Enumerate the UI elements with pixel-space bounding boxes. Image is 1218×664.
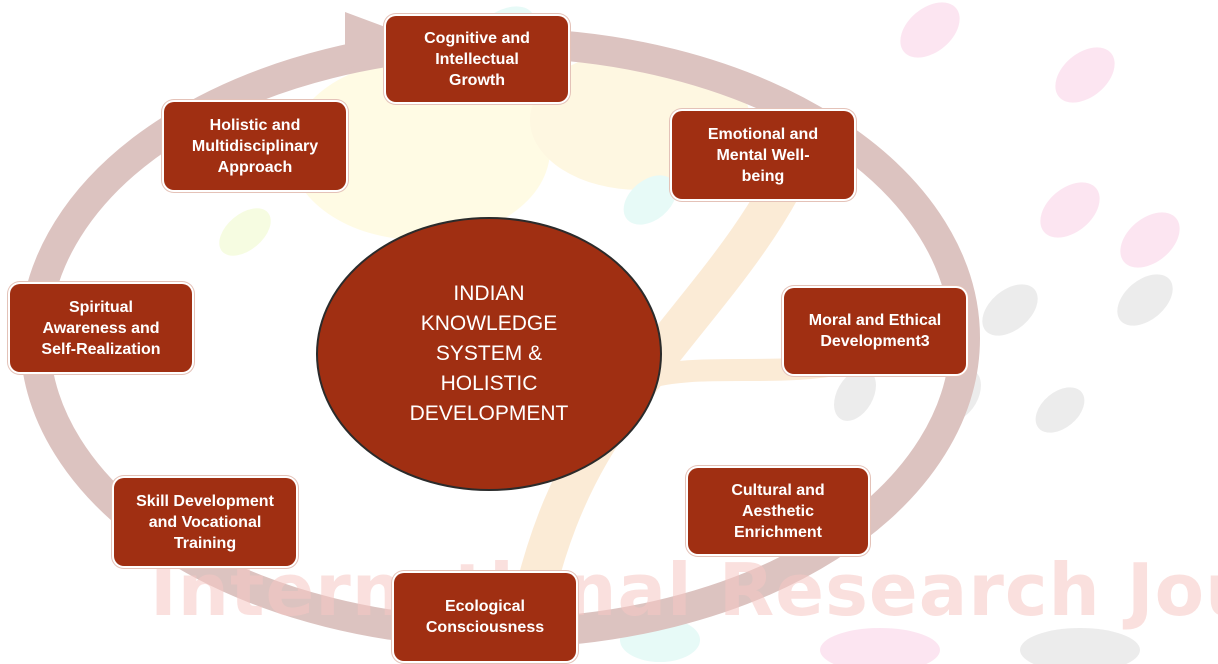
center-topic-line: INDIAN: [453, 282, 525, 305]
node-ecological: Ecological Consciousness: [394, 573, 576, 661]
node-line: Intellectual: [435, 50, 519, 68]
node-line: Cognitive and: [424, 29, 530, 47]
node-line: and Vocational: [148, 513, 262, 531]
node-line: Ecological: [444, 598, 525, 615]
node-line: Consciousness: [425, 619, 545, 636]
node-emotional-wellbeing: Emotional and Mental Well- being: [672, 111, 854, 199]
center-topic-line: HOLISTIC: [440, 372, 538, 395]
node-cognitive-growth: Cognitive and Intellectual Growth: [386, 16, 568, 102]
node-line: Enrichment: [733, 523, 822, 541]
center-topic-line: SYSTEM &: [435, 342, 543, 365]
node-line: Development3: [820, 333, 930, 350]
node-line: Awareness and: [42, 319, 160, 337]
node-spiritual-awareness: Spiritual Awareness and Self-Realization: [10, 284, 192, 372]
node-line: Training: [173, 534, 237, 552]
node-line: Aesthetic: [741, 502, 815, 520]
node-line: Emotional and: [707, 125, 819, 143]
node-line: Cultural and: [731, 481, 825, 499]
node-cultural-aesthetic: Cultural and Aesthetic Enrichment: [688, 468, 868, 554]
node-line: Spiritual: [68, 298, 133, 316]
node-skill-development: Skill Development and Vocational Trainin…: [114, 478, 296, 566]
node-moral-ethical: Moral and Ethical Development3: [784, 288, 966, 374]
node-line: Holistic and: [209, 116, 301, 134]
center-topic-line: DEVELOPMENT: [409, 402, 569, 425]
node-holistic-approach: Holistic and Multidisciplinary Approach: [164, 102, 346, 190]
node-line: Mental Well-: [716, 146, 810, 164]
watermark-text: International Research Journal: [150, 548, 1218, 632]
node-line: Self-Realization: [41, 340, 161, 358]
node-line: being: [741, 167, 785, 185]
node-line: Skill Development: [136, 492, 274, 510]
node-line: Growth: [449, 71, 505, 89]
node-line: Moral and Ethical: [808, 312, 942, 329]
center-topic-line: KNOWLEDGE: [420, 312, 558, 335]
node-line: Approach: [217, 158, 293, 176]
center-topic: INDIAN KNOWLEDGE SYSTEM & HOLISTIC DEVEL…: [316, 217, 662, 491]
node-line: Multidisciplinary: [191, 137, 319, 155]
